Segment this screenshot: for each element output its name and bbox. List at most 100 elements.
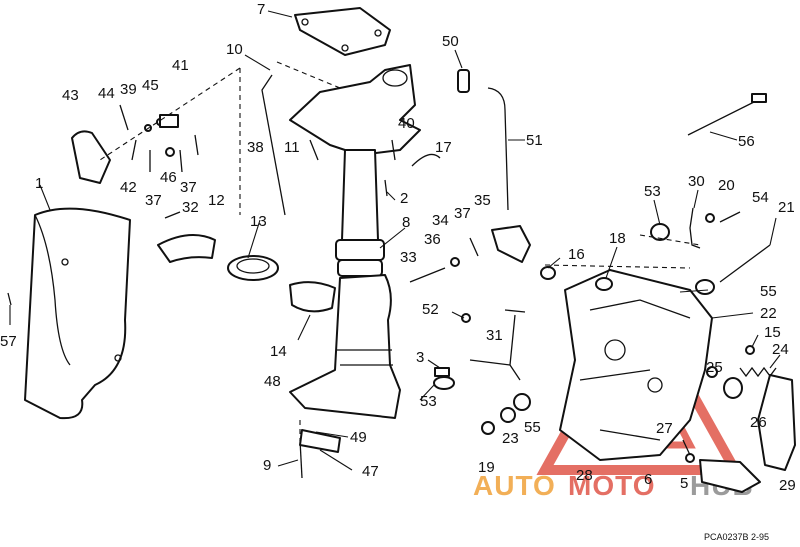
part-10-link (261, 74, 286, 216)
part-8-steering-bracket (289, 64, 421, 156)
callout-15: 15 (764, 324, 781, 341)
callout-37-c: 37 (454, 205, 471, 222)
part-41-block (159, 114, 179, 128)
callout-29: 29 (779, 477, 796, 494)
callout-56: 56 (738, 133, 755, 150)
part-2-screw (384, 179, 388, 197)
part-16-nut (540, 266, 556, 280)
part-1-cover (24, 207, 131, 420)
callout-37-a: 37 (145, 192, 162, 209)
callout-11: 11 (284, 139, 300, 156)
part-5-tilt-lever (699, 459, 761, 493)
leader-lines (9, 10, 781, 471)
callout-17: 17 (435, 139, 452, 156)
callout-12: 12 (208, 192, 225, 209)
part-43-bracket (71, 130, 111, 184)
callout-10: 10 (226, 41, 243, 58)
callout-33: 33 (400, 249, 417, 266)
part-17-spring (411, 153, 441, 167)
part-32-screw (164, 211, 181, 219)
callout-30: 30 (688, 173, 705, 190)
part-42-pin (131, 139, 137, 161)
callout-54: 54 (752, 189, 769, 206)
callout-53-upper: 53 (644, 183, 661, 200)
part-3-plate (434, 367, 450, 377)
callout-7: 7 (257, 1, 265, 18)
callout-38: 38 (247, 139, 264, 156)
callout-42: 42 (120, 179, 137, 196)
callout-24: 24 (772, 341, 789, 358)
part-35-bracket (491, 225, 531, 263)
callout-2: 2 (400, 190, 408, 207)
part-24-spring (739, 366, 777, 378)
part-31-tilt-rod (469, 309, 526, 381)
part-18-grease (595, 277, 613, 291)
callout-46: 46 (160, 169, 177, 186)
part-12-clamp (157, 234, 216, 263)
part-57-screw (7, 292, 12, 306)
part-23-washer (500, 407, 516, 423)
callout-22: 22 (760, 305, 777, 322)
drawing-code: PCA0237B 2-95 (704, 532, 769, 542)
part-33-pin (409, 267, 446, 283)
callout-45: 45 (142, 77, 159, 94)
part-50-bushing (457, 69, 470, 93)
watermark-part-moto: MOTO (568, 470, 655, 501)
part-46-washer (165, 147, 175, 157)
callout-18: 18 (609, 230, 626, 247)
part-36-washer (450, 257, 460, 267)
callout-50: 50 (442, 33, 459, 50)
part-56-rod (687, 99, 759, 136)
callout-41: 41 (172, 57, 189, 74)
callout-23: 23 (502, 430, 519, 447)
part-29-clamp-arm (757, 374, 796, 471)
callout-47: 47 (362, 463, 379, 480)
part-6-pin (685, 453, 695, 463)
part-55-washer (695, 279, 715, 295)
callout-34: 34 (432, 212, 449, 229)
part-9-screw (299, 439, 303, 479)
callout-5: 5 (680, 475, 688, 492)
callout-52: 52 (422, 301, 439, 318)
callout-20: 20 (718, 177, 735, 194)
callout-3: 3 (416, 349, 424, 366)
part-44-pin (119, 104, 129, 131)
part-27-pin (682, 439, 691, 456)
part-48-exhaust-housing (289, 274, 401, 419)
callout-1: 1 (35, 175, 43, 192)
watermark-part-auto: AUTO (473, 470, 556, 501)
callout-53-lower: 53 (420, 393, 437, 410)
callout-26: 26 (750, 414, 767, 431)
callout-25: 25 (706, 359, 723, 376)
part-22-stern-bracket (559, 269, 713, 461)
callout-13: 13 (250, 213, 267, 230)
part-11-screw (309, 139, 319, 161)
callout-21: 21 (778, 199, 795, 216)
part-19-nut (481, 421, 495, 435)
callout-14: 14 (270, 343, 287, 360)
callout-6: 6 (644, 471, 652, 488)
part-26-washer (723, 377, 743, 399)
callout-31: 31 (486, 327, 503, 344)
callout-49: 49 (350, 429, 367, 446)
part-53-bushing-lower (433, 376, 455, 390)
part-callouts: 7 10 50 41 43 44 39 45 40 51 56 38 11 17… (0, 1, 796, 494)
part-54-screw (719, 211, 741, 223)
callout-36: 36 (424, 231, 441, 248)
callout-57: 57 (0, 333, 17, 350)
callout-55-lower: 55 (524, 419, 541, 436)
part-7-plate (294, 7, 391, 56)
part-40-clip (391, 139, 396, 161)
callout-8: 8 (402, 214, 410, 231)
callout-39: 39 (120, 81, 137, 98)
callout-55-upper: 55 (760, 283, 777, 300)
part-52-clip (461, 313, 471, 323)
part-47-plate (299, 429, 341, 453)
callout-37-b: 37 (180, 179, 197, 196)
callout-27: 27 (656, 420, 673, 437)
callout-44: 44 (98, 85, 115, 102)
assembly-lines (99, 61, 701, 440)
part-51-rod (487, 87, 509, 211)
